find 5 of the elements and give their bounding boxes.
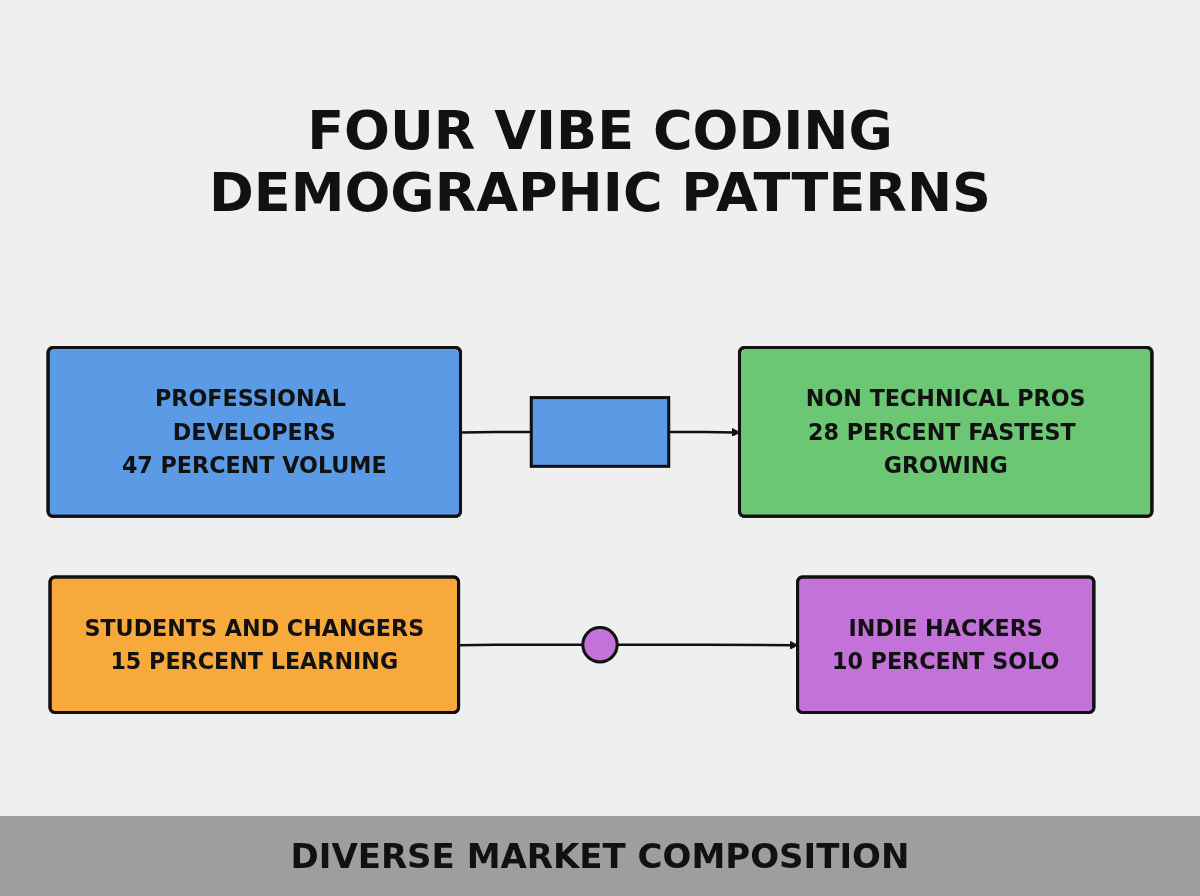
title-heading: FOUR VIBE CODING DEMOGRAPHIC PATTERNS (208, 100, 992, 225)
node-box (529, 396, 671, 468)
caption-banner: DIVERSE MARKET COMPOSITION (0, 816, 1200, 896)
connector (459, 643, 583, 647)
node-circle (581, 626, 619, 664)
